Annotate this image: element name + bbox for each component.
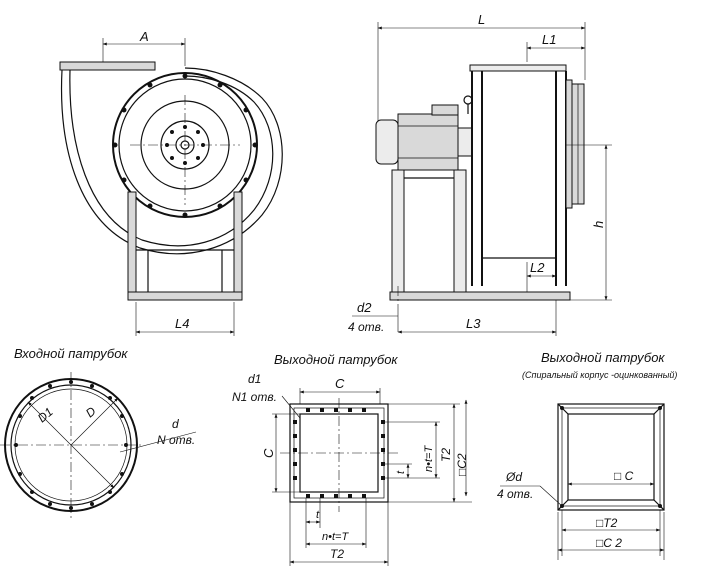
outlet-spiral-view: Выходной патрубок (Спиральный корпус -оц…: [497, 350, 677, 560]
dim-D-label: D: [83, 404, 99, 421]
spiral-dim-C-label: □ C: [614, 469, 634, 483]
dim-C-left-label: C: [261, 448, 276, 458]
dim-d2-count: 4 отв.: [348, 320, 384, 334]
outlet-bolt-holes: [293, 408, 385, 498]
outlet-hole-count: N1 отв.: [232, 390, 277, 404]
ring-bolts: [112, 73, 258, 218]
dim-t-right-label: t: [395, 470, 407, 474]
dim-h-label: h: [591, 221, 606, 228]
outlet-spiral-subtitle: (Спиральный корпус -оцинкованный): [522, 370, 677, 380]
spiral-dim-C2-label: □C 2: [596, 536, 622, 550]
dim-D1-label: D1: [35, 405, 56, 426]
inlet-hole-label: d: [172, 417, 179, 431]
dim-L4-label: L4: [175, 316, 189, 331]
spiral-dim-T2-label: □T2: [596, 516, 618, 530]
dim-L1-label: L1: [542, 32, 556, 47]
spiral-bolt-holes: [560, 406, 662, 508]
dim-d2-label: d2: [357, 300, 372, 315]
dim-L2-label: L2: [530, 260, 545, 275]
outlet-view: Выходной патрубок d1 N1 отв. C: [232, 352, 472, 566]
dim-nt-bottom-label: n•t=T: [322, 531, 349, 543]
dim-T2-right-label: T2: [439, 448, 453, 462]
dim-L3-label: L3: [466, 316, 481, 331]
outlet-spiral-title: Выходной патрубок: [541, 350, 665, 365]
outlet-title: Выходной патрубок: [274, 352, 398, 367]
dim-C2-label: □C2: [455, 453, 469, 476]
dim-nt-right-label: n•t=T: [423, 445, 435, 472]
inlet-view: Входной патрубок D1 D d: [0, 346, 197, 518]
outlet-hole-label: d1: [248, 372, 261, 386]
front-view: A: [59, 29, 283, 336]
inlet-hole-count: N отв.: [157, 433, 195, 447]
dim-C-top-label: C: [335, 376, 345, 391]
inlet-title: Входной патрубок: [14, 346, 128, 361]
dim-t-bottom-label: t: [316, 509, 320, 521]
spiral-hole-label: Ød: [505, 470, 522, 484]
dim-L-label: L: [478, 12, 485, 27]
side-view: L L1 h: [348, 12, 612, 336]
spiral-hole-count: 4 отв.: [497, 487, 533, 501]
dim-A-label: A: [139, 29, 149, 44]
dim-T2-bottom-label: T2: [330, 547, 344, 561]
